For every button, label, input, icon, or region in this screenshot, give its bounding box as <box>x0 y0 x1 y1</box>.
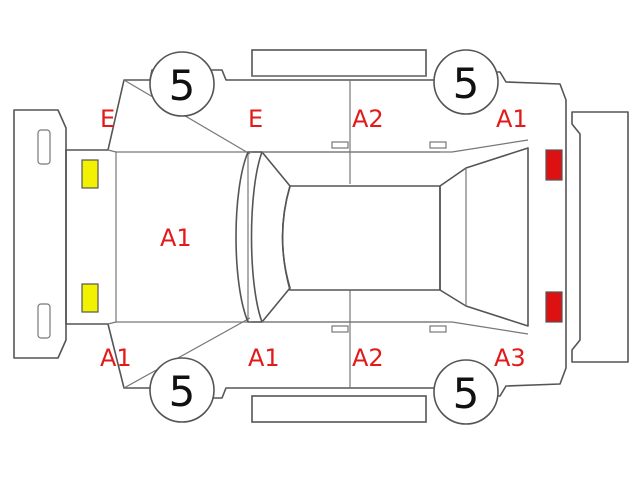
front-lamp-top <box>81 159 99 189</box>
tread-front-left: 5 <box>169 61 196 110</box>
code-front-door-right: A1 <box>248 344 280 372</box>
rear-lamp-bottom <box>545 291 563 323</box>
cabin <box>235 147 529 327</box>
wheel-front-right: 5 <box>149 357 215 423</box>
code-rear-quarter-left: A1 <box>496 105 528 133</box>
code-hood: A1 <box>160 224 192 252</box>
rear-lamp-top <box>545 149 563 181</box>
wheel-rear-left: 5 <box>433 49 499 115</box>
rear-bumper <box>571 111 629 363</box>
code-front-fender-left: E <box>100 105 115 133</box>
wheel-rear-right: 5 <box>433 359 499 425</box>
front-lamp-bottom <box>81 283 99 313</box>
code-front-door-left: E <box>248 105 263 133</box>
tread-rear-right: 5 <box>453 369 480 418</box>
front-bumper <box>13 109 67 359</box>
code-rear-door-right: A2 <box>352 344 384 372</box>
wheel-front-left: 5 <box>149 51 215 117</box>
code-front-fender-right: A1 <box>100 344 132 372</box>
side-skirts <box>251 49 427 423</box>
car-body <box>65 69 567 399</box>
code-rear-quarter-right: A3 <box>494 344 526 372</box>
code-rear-door-left: A2 <box>352 105 384 133</box>
tread-rear-left: 5 <box>453 59 480 108</box>
tread-front-right: 5 <box>169 367 196 416</box>
